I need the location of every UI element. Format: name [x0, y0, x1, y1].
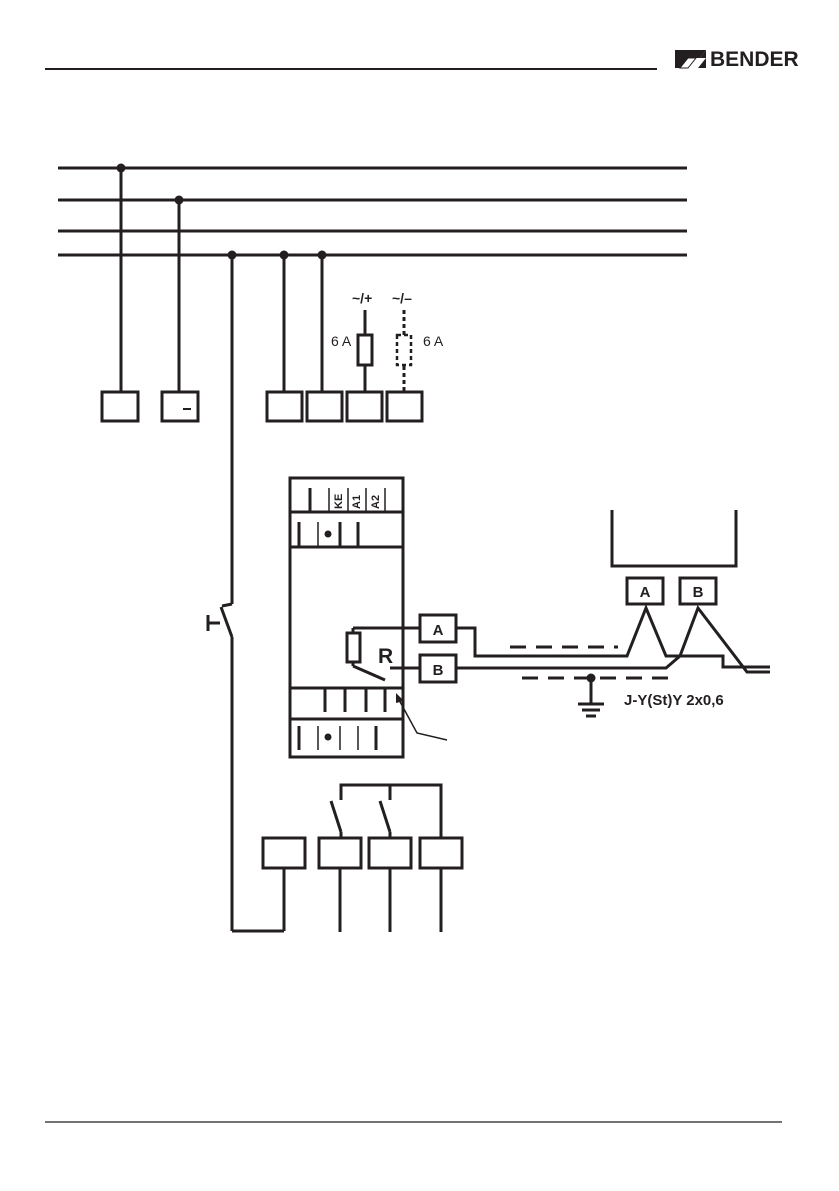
device-module [290, 478, 403, 757]
bottom-terminal-blocks [263, 838, 462, 868]
relay-contacts [331, 785, 441, 840]
fuse-left-label: 6 A [331, 333, 352, 349]
terminal-block [420, 838, 462, 868]
terminal-block [387, 392, 422, 421]
terminal-block [369, 838, 411, 868]
fuse-right-optional [397, 335, 411, 365]
ground-icon [578, 674, 604, 717]
bus-wires [456, 608, 770, 672]
fuse-left [358, 335, 372, 365]
bender-logo-icon [675, 50, 706, 68]
top-terminal-blocks [102, 392, 422, 421]
bus-terminal-b-label: B [433, 662, 444, 679]
remote-terminal-a-label: A [640, 584, 651, 601]
terminal-block [307, 392, 342, 421]
bus-terminal-a-label: A [433, 622, 444, 639]
device-housing [290, 478, 403, 757]
supply-plus-label: ~/+ [352, 290, 372, 306]
terminal-block [267, 392, 302, 421]
terminal-block [263, 838, 305, 868]
junction-dots [117, 164, 327, 260]
resistor-label: R [378, 645, 393, 668]
brand-logo-text: BENDER [710, 48, 799, 71]
output-wires [340, 868, 441, 932]
switched-wire [208, 255, 284, 931]
terminal-block [347, 392, 382, 421]
terminal-block [319, 838, 361, 868]
remote-device-outline [612, 510, 736, 566]
cable-label: J-Y(St)Y 2x0,6 [624, 692, 724, 709]
fuse-right-label: 6 A [423, 333, 444, 349]
terminal-block [162, 392, 198, 421]
terminal-label-a2: A2 [370, 495, 382, 509]
terminal-label-ke: KE [333, 494, 345, 509]
terminal-block [102, 392, 138, 421]
terminal-label-a1: A1 [351, 495, 363, 509]
supply-minus-label: ~/– [392, 290, 412, 306]
supply-bus [58, 168, 687, 255]
remote-terminal-b-label: B [693, 584, 704, 601]
cable-shield [510, 647, 668, 678]
